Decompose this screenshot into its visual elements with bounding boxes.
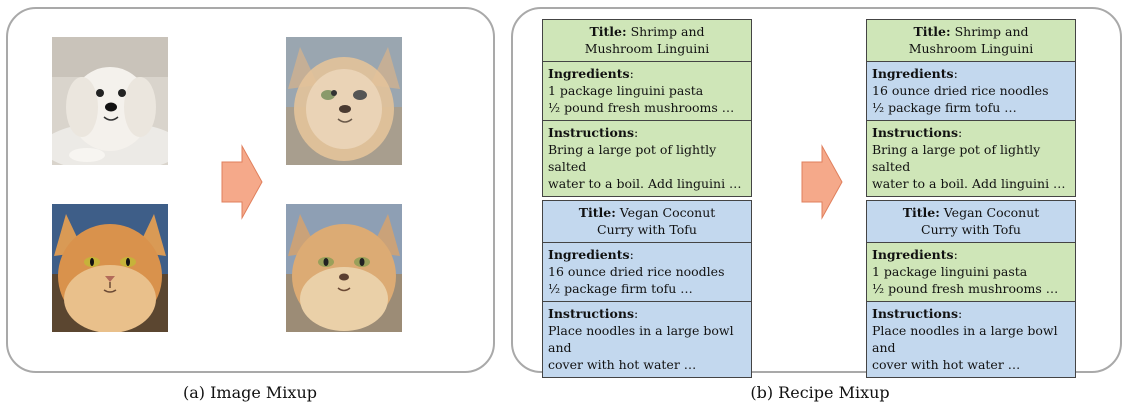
instructions-label: Instructions [872, 125, 959, 140]
title-text: Shrimp and [626, 24, 705, 39]
instruction-line: cover with hot water … [872, 357, 1021, 372]
recipe-ingredients-section: Ingredients: 16 ounce dried rice noodles… [867, 62, 1075, 121]
recipe-title-section: Title: Vegan Coconut Curry with Tofu [543, 201, 751, 243]
recipe-instructions-section: Instructions: Place noodles in a large b… [867, 302, 1075, 377]
right-arrow-icon [221, 144, 263, 220]
instruction-line: Place noodles in a large bowl and [872, 323, 1058, 355]
cat-photo [52, 204, 168, 332]
ingredient-line: ½ pound fresh mushrooms … [872, 281, 1059, 296]
instruction-line: cover with hot water … [548, 357, 697, 372]
caption-recipe-mixup: (b) Recipe Mixup [750, 383, 890, 402]
instructions-label: Instructions [548, 125, 635, 140]
mixup-photo-1 [286, 37, 402, 165]
recipe-card-left-1: Title: Shrimp and Mushroom Linguini Ingr… [542, 19, 752, 197]
colon: : [953, 247, 958, 262]
recipe-instructions-section: Instructions: Bring a large pot of light… [867, 121, 1075, 196]
recipe-card-right-2: Title: Vegan Coconut Curry with Tofu Ing… [866, 200, 1076, 378]
recipe-card-right-1: Title: Shrimp and Mushroom Linguini Ingr… [866, 19, 1076, 197]
ingredients-label: Ingredients [548, 247, 630, 262]
blended-dog-cat-photo-icon [286, 37, 402, 165]
instruction-line: Bring a large pot of lightly salted [872, 142, 1041, 174]
instructions-label: Instructions [548, 306, 635, 321]
orange-cat-photo-icon [52, 204, 168, 332]
ingredient-line: 16 ounce dried rice noodles [548, 264, 725, 279]
mixup-arrow [800, 144, 844, 220]
blended-cat-dog-photo-icon [286, 204, 402, 332]
caption-image-mixup: (a) Image Mixup [182, 383, 317, 402]
colon: : [958, 306, 963, 321]
recipe-instructions-section: Instructions: Place noodles in a large b… [543, 302, 751, 377]
title-text: Vegan Coconut [939, 205, 1040, 220]
title-label: Title: [902, 205, 940, 220]
ingredient-line: ½ package firm tofu … [548, 281, 693, 296]
title-label: Title: [578, 205, 616, 220]
instructions-label: Instructions [872, 306, 959, 321]
recipe-ingredients-section: Ingredients: 1 package linguini pasta ½ … [543, 62, 751, 121]
colon: : [629, 66, 634, 81]
title-text: Shrimp and [950, 24, 1029, 39]
ingredient-line: 16 ounce dried rice noodles [872, 83, 1049, 98]
title-text: Mushroom Linguini [584, 41, 710, 56]
white-dog-photo-icon [52, 37, 168, 165]
colon: : [634, 306, 639, 321]
title-label: Title: [913, 24, 951, 39]
instruction-line: Place noodles in a large bowl and [548, 323, 734, 355]
recipe-ingredients-section: Ingredients: 16 ounce dried rice noodles… [543, 243, 751, 302]
recipe-title-section: Title: Shrimp and Mushroom Linguini [867, 20, 1075, 62]
colon: : [958, 125, 963, 140]
right-arrow-icon [801, 144, 843, 220]
instruction-line: water to a boil. Add linguini … [548, 176, 742, 191]
ingredients-label: Ingredients [872, 247, 954, 262]
recipe-ingredients-section: Ingredients: 1 package linguini pasta ½ … [867, 243, 1075, 302]
colon: : [629, 247, 634, 262]
title-text: Mushroom Linguini [908, 41, 1034, 56]
dog-photo [52, 37, 168, 165]
mixup-arrow [220, 144, 264, 220]
recipe-title-section: Title: Vegan Coconut Curry with Tofu [867, 201, 1075, 243]
mixup-photo-2 [286, 204, 402, 332]
title-text: Vegan Coconut [615, 205, 716, 220]
title-text: Curry with Tofu [921, 222, 1021, 237]
ingredient-line: ½ package firm tofu … [872, 100, 1017, 115]
title-text: Curry with Tofu [597, 222, 697, 237]
ingredient-line: ½ pound fresh mushrooms … [548, 100, 735, 115]
title-label: Title: [589, 24, 627, 39]
recipe-instructions-section: Instructions: Bring a large pot of light… [543, 121, 751, 196]
recipe-card-left-2: Title: Vegan Coconut Curry with Tofu Ing… [542, 200, 752, 378]
instruction-line: Bring a large pot of lightly salted [548, 142, 717, 174]
colon: : [953, 66, 958, 81]
instruction-line: water to a boil. Add linguini … [872, 176, 1066, 191]
ingredient-line: 1 package linguini pasta [548, 83, 704, 98]
ingredient-line: 1 package linguini pasta [872, 264, 1028, 279]
ingredients-label: Ingredients [548, 66, 630, 81]
colon: : [634, 125, 639, 140]
recipe-title-section: Title: Shrimp and Mushroom Linguini [543, 20, 751, 62]
ingredients-label: Ingredients [872, 66, 954, 81]
